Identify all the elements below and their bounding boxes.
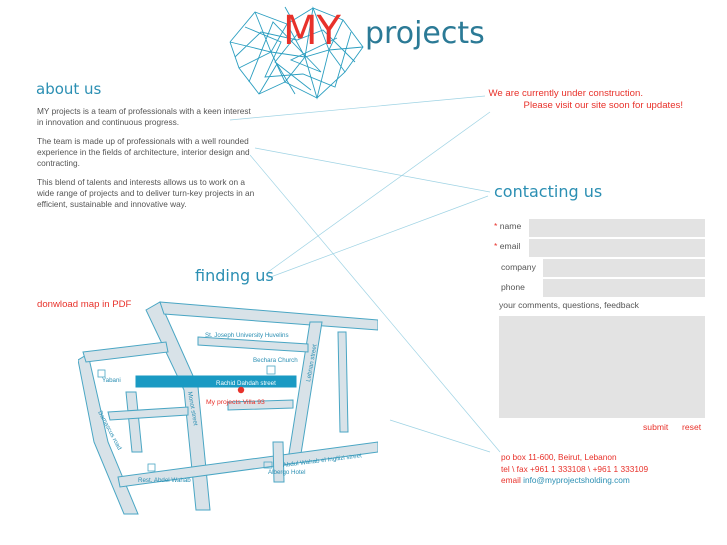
- road-connector-1: [197, 336, 309, 353]
- road-left: [82, 341, 169, 363]
- church-icon: [266, 365, 276, 375]
- contact-form: * name * email company phone your commen…: [494, 216, 709, 436]
- finding-us-heading: finding us: [195, 266, 274, 285]
- logo-my-text: MY: [283, 8, 341, 54]
- comments-label: your comments, questions, feedback: [499, 300, 639, 310]
- about-paragraph: The team is made up of professionals wit…: [37, 136, 250, 168]
- construction-line-2: Please visit our site soon for updates!: [523, 99, 683, 111]
- name-label: * name: [494, 221, 522, 231]
- road-abdul-wahab: [117, 441, 378, 488]
- about-us-text: MY projects is a team of professionals w…: [37, 106, 257, 218]
- reset-button[interactable]: reset: [682, 422, 702, 432]
- map-label-villa: My projects Villa 93: [206, 399, 265, 406]
- company-label: company: [501, 262, 536, 272]
- restaurant-icon-yabani: [97, 369, 106, 378]
- construction-notice: We are currently under construction. Ple…: [470, 88, 683, 111]
- villa-marker: [237, 386, 245, 394]
- contact-address: po box 11-600, Beirut, Lebanon tel \ fax…: [501, 452, 701, 487]
- map-label-yabani: Yabani: [102, 377, 121, 384]
- phone-field[interactable]: [543, 279, 705, 297]
- about-paragraph: This blend of talents and interests allo…: [37, 177, 255, 209]
- logo-projects-text: projects: [365, 16, 485, 51]
- map-label-st-joseph: St. Joseph University Huvelins: [205, 332, 289, 339]
- email-field[interactable]: [529, 239, 705, 257]
- map-label-rachid: Rachid Dahdah street: [216, 380, 276, 387]
- po-box: po box 11-600, Beirut, Lebanon: [501, 452, 617, 462]
- email-line: email info@myprojectsholding.com: [501, 475, 630, 485]
- phone-label: phone: [501, 282, 525, 292]
- company-field[interactable]: [543, 259, 705, 277]
- road-connector-4: [337, 331, 349, 433]
- construction-line-1: We are currently under construction.: [488, 88, 643, 99]
- contacting-us-heading: contacting us: [494, 182, 603, 201]
- logo-wireframe-graphic: [229, 6, 364, 100]
- about-paragraph: MY projects is a team of professionals w…: [37, 106, 251, 127]
- road-connector-2: [227, 399, 294, 411]
- download-map-link[interactable]: donwload map in PDF: [37, 299, 132, 310]
- location-map[interactable]: St. Joseph University Huvelins Bechara C…: [78, 292, 378, 522]
- submit-button[interactable]: submit: [643, 422, 669, 432]
- map-label-rest: Rest. Abdel Wahab: [138, 477, 191, 484]
- road-connector-6: [107, 406, 189, 421]
- road-rachid: [135, 375, 297, 388]
- about-us-heading: about us: [36, 80, 102, 98]
- road-connector-5: [272, 441, 285, 483]
- restaurant-icon-abdel-wahab: [147, 463, 156, 472]
- email-link[interactable]: info@myprojectsholding.com: [523, 475, 630, 485]
- hotel-icon: [263, 461, 273, 469]
- name-field[interactable]: [529, 219, 705, 237]
- road-upper: [159, 301, 378, 331]
- map-label-albergo: Albergo Hotel: [268, 469, 306, 476]
- email-label: * email: [494, 241, 521, 251]
- map-label-bechara: Bechara Church: [253, 357, 298, 364]
- comments-textarea[interactable]: [499, 316, 705, 418]
- tel-fax: tel \ fax +961 1 333108 \ +961 1 333109: [501, 463, 649, 474]
- road-connector-3: [125, 391, 143, 453]
- logo[interactable]: MY projects: [225, 2, 490, 102]
